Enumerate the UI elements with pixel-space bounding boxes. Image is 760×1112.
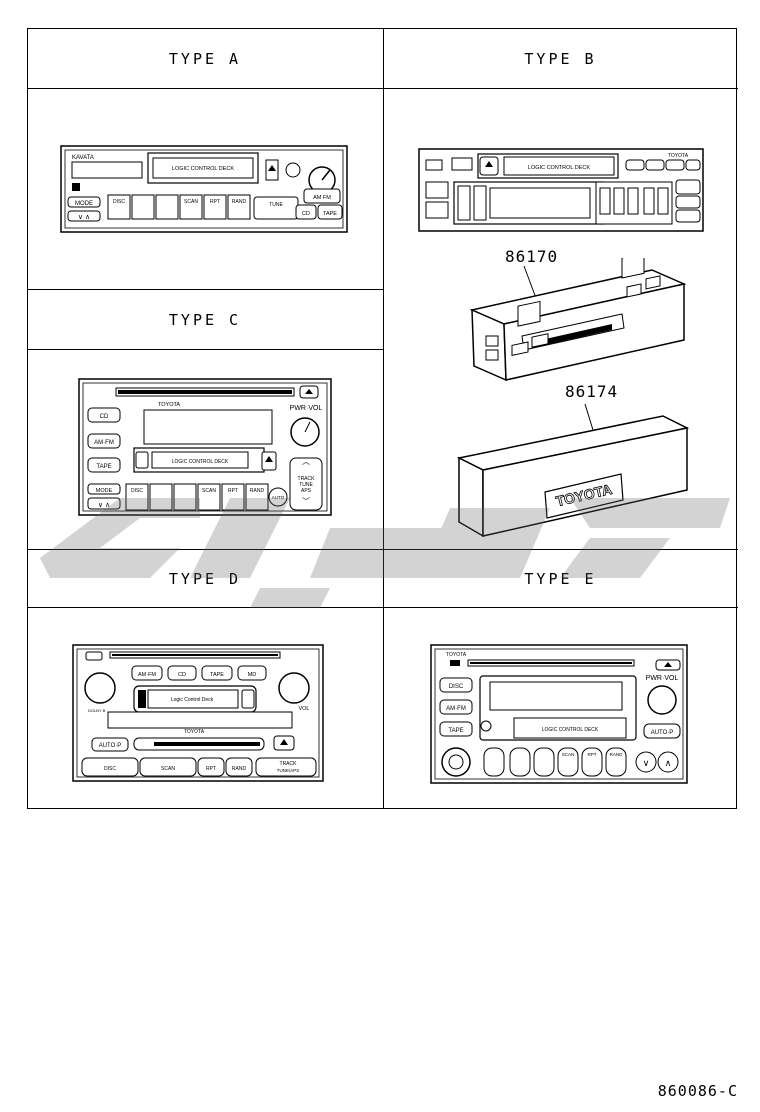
type-c-cd: CD	[100, 414, 109, 420]
type-e-rpt: RPT	[588, 752, 597, 757]
type-c-deck-label: LOGIC CONTROL DECK	[172, 459, 229, 465]
faceplate-86170	[469, 258, 687, 382]
type-e-pwr-vol: PWR·VOL	[646, 675, 679, 682]
divider-vertical	[383, 28, 384, 809]
header-type-a: TYPE A	[168, 49, 242, 68]
part-number-86174: 86174	[565, 382, 619, 401]
type-e-deck-label: LOGIC CONTROL DECK	[542, 727, 599, 733]
header-type-e: TYPE E	[524, 569, 597, 588]
radio-type-a: KAVATA LOGIC CONTROL DECK MODE ∨ ∧ DISC …	[60, 145, 348, 233]
type-e-scan: SCAN	[562, 752, 575, 757]
type-d-md: MD	[248, 672, 257, 678]
type-e-rand: RAND	[610, 752, 624, 757]
type-a-disc: DISC	[113, 199, 125, 205]
radio-type-d: AM·FM CD TAPE MD VOL Logic Control Deck …	[72, 644, 324, 782]
type-e-brand: TOYOTA	[446, 652, 467, 658]
radio-type-e: TOYOTA DISC AM·FM TAPE LOGIC CONTROL DEC…	[430, 644, 688, 784]
type-d-tape: TAPE	[210, 672, 224, 678]
radio-type-c: TOYOTA CD AM·FM TAPE MODE ∨ ∧ PWR·VOL LO…	[78, 378, 332, 516]
divider-h-2	[27, 289, 384, 290]
type-e-auto-p: AUTO·P	[651, 730, 674, 736]
type-a-brand: KAVATA	[72, 155, 94, 161]
part-number-86170: 86170	[505, 247, 559, 266]
header-type-b: TYPE B	[524, 49, 597, 68]
figure-code: 860086-C	[657, 1082, 738, 1100]
header-type-c: TYPE C	[168, 310, 242, 329]
type-c-pwr-vol: PWR·VOL	[290, 405, 323, 412]
type-d-brand: TOYOTA	[184, 729, 205, 735]
type-c-disc: DISC	[131, 488, 143, 494]
type-c-tape: TAPE	[96, 464, 111, 470]
divider-h-5	[27, 607, 738, 608]
type-a-mode: MODE	[75, 201, 93, 207]
type-a-cd: CD	[302, 211, 310, 217]
type-c-tune: TUNE	[299, 482, 313, 488]
type-d-rand: RAND	[232, 766, 247, 772]
type-d-vol: VOL	[298, 706, 309, 712]
svg-text:∨: ∨	[643, 758, 650, 768]
type-d-auto-p: AUTO·P	[99, 743, 122, 749]
type-a-tune: TUNE	[269, 202, 283, 208]
type-d-rpt: RPT	[206, 766, 216, 772]
divider-h-4	[27, 549, 738, 550]
svg-text:︿: ︿	[302, 457, 310, 466]
type-d-disc: DISC	[104, 766, 116, 772]
type-a-tape: TAPE	[323, 211, 337, 217]
type-b-brand: TOYOTA	[668, 153, 689, 159]
type-e-tape: TAPE	[448, 728, 463, 734]
divider-h-1	[27, 88, 738, 89]
svg-text:∧: ∧	[665, 758, 672, 768]
type-c-aps: APS	[301, 488, 312, 494]
type-a-scan: SCAN	[184, 199, 198, 205]
svg-text:∨ ∧: ∨ ∧	[98, 502, 110, 509]
type-e-disc: DISC	[449, 684, 464, 690]
type-d-dolby: DOLBY B	[88, 708, 106, 713]
type-c-brand: TOYOTA	[158, 402, 180, 408]
type-d-cd: CD	[178, 672, 186, 678]
type-d-track: TRACK	[280, 761, 298, 767]
type-a-rand: RAND	[232, 199, 247, 205]
type-c-track: TRACK	[298, 476, 316, 482]
divider-h-3	[27, 349, 384, 350]
type-c-rpt: RPT	[228, 488, 238, 494]
type-c-am-fm: AM·FM	[94, 440, 114, 446]
type-d-am-fm: AM·FM	[138, 672, 156, 678]
type-b-deck-label: LOGIC CONTROL DECK	[528, 165, 590, 171]
svg-text:﹀: ﹀	[302, 497, 310, 506]
type-d-scan: SCAN	[161, 766, 175, 772]
type-c-mode: MODE	[96, 488, 113, 494]
type-d-deck-label: Logic Control Deck	[171, 697, 214, 703]
svg-text:∨ ∧: ∨ ∧	[78, 214, 90, 221]
type-c-scan: SCAN	[202, 488, 216, 494]
type-c-rand: RAND	[250, 488, 265, 494]
diagram-frame	[27, 28, 737, 809]
type-a-deck-label: LOGIC CONTROL DECK	[172, 166, 234, 172]
bezel-86174: TOYOTA	[456, 403, 690, 538]
type-c-auto: AUTO	[272, 495, 285, 500]
type-d-tune-aps: TUNE/APS	[277, 768, 300, 773]
type-a-am-fm: AM FM	[313, 195, 331, 201]
header-type-d: TYPE D	[168, 569, 242, 588]
radio-type-b: LOGIC CONTROL DECK TOYOTA	[418, 148, 704, 232]
type-e-am-fm: AM·FM	[446, 706, 466, 712]
type-a-rpt: RPT	[210, 199, 220, 205]
